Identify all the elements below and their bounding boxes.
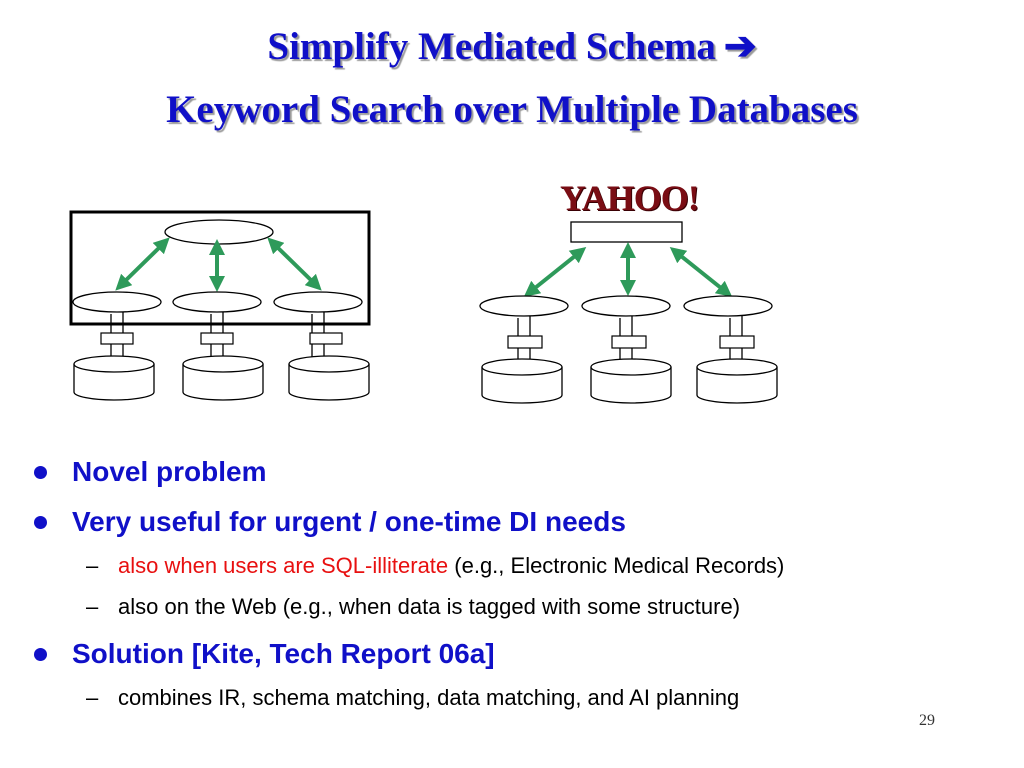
database-top xyxy=(590,358,672,376)
database-top xyxy=(696,358,778,376)
slide-title-line2: Keyword Search over Multiple Databases xyxy=(166,88,858,131)
source-schema-node xyxy=(273,291,363,313)
dash-icon: – xyxy=(86,553,99,578)
sub-item-combines: combines IR, schema matching, data match… xyxy=(118,685,740,710)
mapping-arrow xyxy=(669,247,733,297)
wrapper-box xyxy=(719,335,755,349)
sub-item-sql-illiterate: also when users are SQL-illiterate (e.g.… xyxy=(118,552,784,580)
database-cylinder xyxy=(696,367,778,404)
bullet-item-useful: Very useful for urgent / one-time DI nee… xyxy=(72,506,626,537)
source-schema-node xyxy=(581,295,671,317)
mapping-arrow xyxy=(523,247,587,297)
mapping-arrow xyxy=(115,237,170,291)
database-top xyxy=(481,358,563,376)
bullet-item-novel-problem: Novel problem xyxy=(72,456,267,487)
yahoo-logo: YAHOO! xyxy=(560,178,700,218)
source-stack xyxy=(581,295,672,404)
page-number: 29 xyxy=(919,712,935,729)
database-top xyxy=(73,355,155,373)
database-cylinder xyxy=(73,364,155,401)
source-schema-node xyxy=(683,295,773,317)
database-cylinder xyxy=(481,367,563,404)
wrapper-box xyxy=(611,335,647,349)
bullet-item-solution: Solution [Kite, Tech Report 06a] xyxy=(72,638,495,669)
search-box xyxy=(570,221,683,243)
wrapper-box xyxy=(100,332,134,345)
sub-item-rest: (e.g., Electronic Medical Records) xyxy=(448,553,785,578)
slide-title-line1: Simplify Mediated Schema➔ xyxy=(0,24,1024,70)
right-arrow-icon: ➔ xyxy=(723,25,757,68)
mediated-schema-node xyxy=(164,219,274,245)
database-cylinder xyxy=(182,364,264,401)
source-stack xyxy=(683,295,778,404)
source-schema-node xyxy=(72,291,162,313)
database-cylinder xyxy=(288,364,370,401)
wrapper-box xyxy=(200,332,234,345)
database-cylinder xyxy=(590,367,672,404)
wrapper-box xyxy=(507,335,543,349)
architecture-diagrams xyxy=(69,210,778,404)
mediator-boundary xyxy=(69,210,371,326)
sub-item-web: also on the Web (e.g., when data is tagg… xyxy=(118,594,741,619)
bullet-dot-icon xyxy=(34,648,47,661)
mapping-arrow xyxy=(267,237,322,291)
title-line1-text: Simplify Mediated Schema xyxy=(267,25,716,68)
source-schema-node xyxy=(172,291,262,313)
source-schema-node xyxy=(479,295,569,317)
database-top xyxy=(288,355,370,373)
source-stack xyxy=(273,291,370,401)
source-stack xyxy=(479,295,569,404)
bullet-dot-icon xyxy=(34,466,47,479)
wrapper-box xyxy=(309,332,343,345)
source-stack xyxy=(172,291,264,401)
highlight-text: also when users are SQL-illiterate xyxy=(118,553,449,578)
dash-icon: – xyxy=(86,685,99,710)
dash-icon: – xyxy=(86,594,99,619)
bullet-dot-icon xyxy=(34,516,47,529)
mediated-schema-diagram xyxy=(69,210,371,401)
keyword-search-diagram xyxy=(479,221,778,404)
database-top xyxy=(182,355,264,373)
source-stack xyxy=(72,291,162,401)
